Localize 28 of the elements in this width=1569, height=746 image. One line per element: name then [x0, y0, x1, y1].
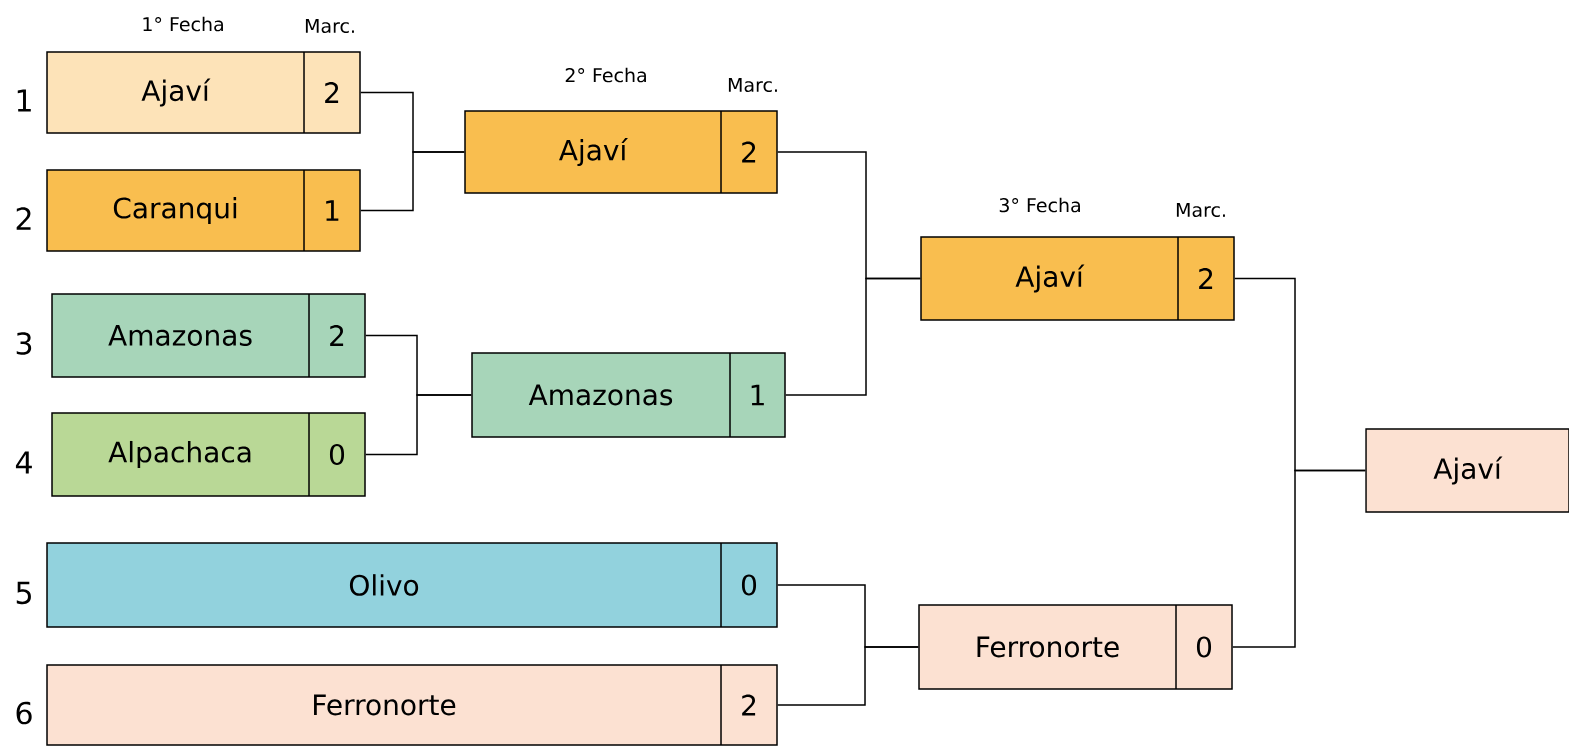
team-box: Ferronorte 0 — [918, 604, 1233, 690]
team-box: Olivo 0 — [46, 542, 778, 628]
bracket-line — [360, 151, 465, 212]
team-box: Caranqui 1 — [46, 169, 361, 252]
bracket-line — [365, 394, 472, 456]
team-box: Ajaví 2 — [46, 51, 361, 134]
team-box: Amazonas 1 — [471, 352, 786, 438]
column-header: Marc. — [728, 77, 777, 93]
column-header: 1° Fecha — [143, 16, 223, 32]
seed-number: 3 — [16, 332, 32, 355]
bracket-line — [1232, 469, 1366, 648]
seed-number: 5 — [16, 581, 31, 605]
bracket-line — [777, 646, 919, 706]
team-box: Ajaví — [1365, 428, 1569, 513]
team-box: Ajaví 2 — [920, 236, 1235, 321]
team-box: Amazonas 2 — [51, 293, 366, 378]
column-header: 3° Fecha — [999, 197, 1080, 213]
team-box: Ferronorte 2 — [46, 664, 778, 746]
team-box: Ajaví 2 — [464, 110, 778, 194]
bracket-line — [785, 277, 921, 396]
column-header: Marc. — [1176, 202, 1225, 218]
column-header: 2° Fecha — [565, 67, 646, 83]
seed-number: 6 — [16, 701, 32, 725]
seed-number: 4 — [15, 451, 32, 474]
seed-number: 2 — [16, 207, 31, 230]
column-header: Marc. — [305, 18, 354, 34]
team-box: Alpachaca 0 — [51, 412, 366, 497]
seed-number: 1 — [17, 89, 31, 112]
